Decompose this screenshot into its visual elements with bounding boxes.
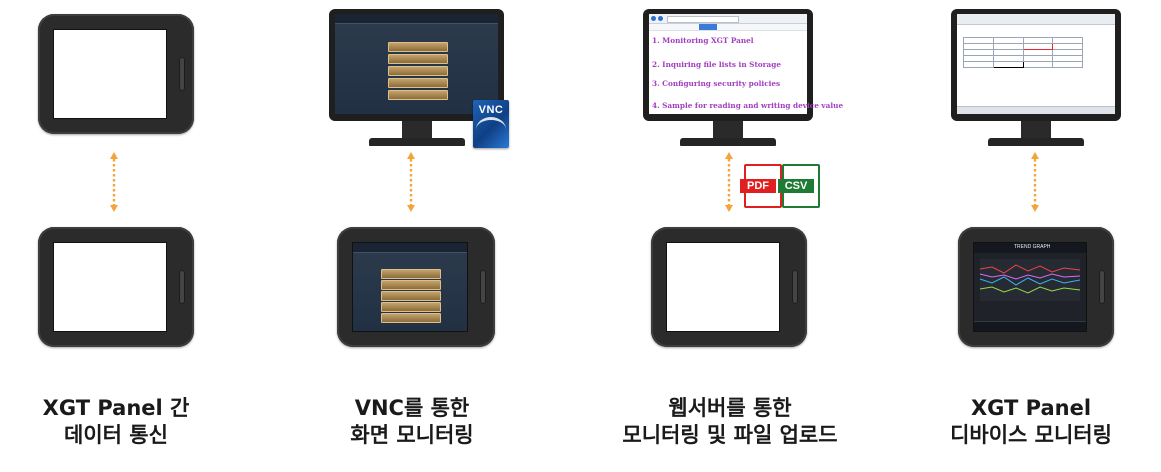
web-link-3[interactable]: 3. Configuring security policies [652,79,781,88]
caption-2-line2: 화면 모니터링 [350,423,474,447]
blank-screen [53,29,167,119]
caption-3-line2: 모니터링 및 파일 업로드 [622,423,838,447]
blank-screen [666,242,780,332]
caption-4-line1: XGT Panel [970,396,1092,420]
bidirectional-arrow [1028,148,1042,216]
panel-tablet-bottom-1 [38,227,194,347]
hmi-menu-screen [335,14,498,114]
panel-tablet-bottom-2 [337,227,495,347]
web-link-4[interactable]: 4. Sample for reading and writing device… [652,101,844,110]
side-button [179,57,185,91]
pdf-label: PDF [740,179,776,193]
hmi-menu-screen [352,242,468,332]
caption-4: XGT Panel 디바이스 모니터링 [901,395,1161,449]
device-table-screen [957,14,1115,114]
caption-3-line1: 웹서버를 통한 [668,396,792,420]
side-button [792,270,798,304]
vnc-logo-icon: VNC [473,100,509,148]
caption-2-line1: VNC를 통한 [354,396,470,420]
pdf-file-icon: PDF [740,164,782,208]
web-link-2[interactable]: 2. Inquiring file lists in Storage [652,60,781,69]
vnc-logo-text: VNC [478,104,504,116]
device-monitor [951,9,1121,149]
side-button [480,270,486,304]
trend-graph-title: TREND GRAPH [1014,244,1051,250]
caption-1: XGT Panel 간 데이터 통신 [0,395,246,449]
caption-4-line2: 디바이스 모니터링 [950,423,1112,447]
web-monitor: 1. Monitoring XGT Panel 2. Inquiring fil… [643,9,843,149]
side-button [1099,270,1105,304]
panel-tablet-bottom-3 [651,227,807,347]
csv-label: CSV [778,179,814,193]
caption-2: VNC를 통한 화면 모니터링 [282,395,542,449]
bidirectional-arrow [107,148,121,216]
web-page-screen: 1. Monitoring XGT Panel 2. Inquiring fil… [649,14,843,114]
trend-graph-screen: TREND GRAPH [973,242,1087,332]
csv-file-icon: CSV [778,164,820,208]
bidirectional-arrow [404,148,418,216]
panel-tablet-top-1 [38,14,194,134]
caption-1-line2: 데이터 통신 [64,423,168,447]
side-button [179,270,185,304]
bidirectional-arrow [722,148,736,216]
trend-chart [979,259,1081,301]
blank-screen [53,242,167,332]
web-link-1[interactable]: 1. Monitoring XGT Panel [652,36,754,45]
caption-3: 웹서버를 통한 모니터링 및 파일 업로드 [600,395,860,449]
caption-1-line1: XGT Panel 간 [42,396,190,420]
vnc-monitor [329,9,504,149]
panel-tablet-bottom-4: TREND GRAPH [958,227,1114,347]
